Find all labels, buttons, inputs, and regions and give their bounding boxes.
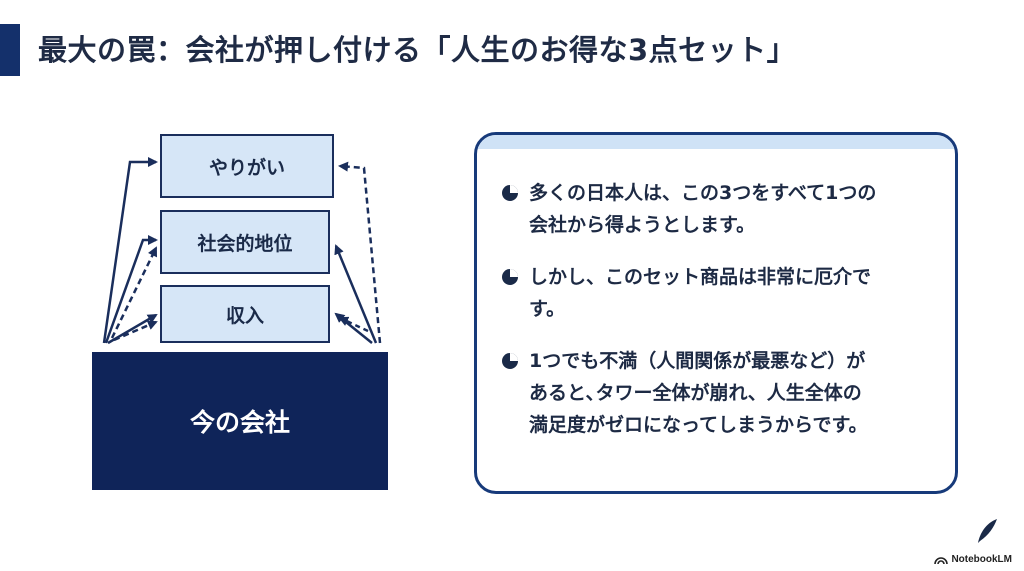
bullet-item: 1つでも不満（人間関係が最悪など）が あると､タワー全体が崩れ、人生全体の 満足…: [499, 345, 939, 441]
notebooklm-icon: [934, 557, 949, 565]
right-arrow-to-status: [334, 244, 378, 344]
notebooklm-logo: NotebookLM: [934, 553, 1012, 565]
bullet-item: 多くの日本人は、この3つをすべて1つの 会社から得ようとします。: [499, 177, 939, 241]
tier-social-status: 社会的地位: [160, 210, 330, 274]
left-dashed-arrow-to-status: [110, 246, 158, 339]
logo-text: NotebookLM: [951, 553, 1012, 565]
bullet-list: 多くの日本人は、この3つをすべて1つの 会社から得ようとします。 しかし、このセ…: [499, 177, 939, 461]
left-arrow-to-yarigai: [102, 157, 158, 344]
tower-diagram: やりがい 社会的地位 収入 今の会社: [92, 134, 388, 490]
pie-bullet-icon: [502, 185, 518, 201]
pie-bullet-icon: [502, 269, 518, 285]
explanation-panel: 多くの日本人は、この3つをすべて1つの 会社から得ようとします。 しかし、このセ…: [474, 132, 958, 494]
base-current-company: 今の会社: [92, 352, 388, 490]
page-title: 最大の罠：会社が押し付ける「人生のお得な3点セット」: [38, 33, 797, 67]
quill-icon: [978, 519, 997, 543]
bullet-text: しかし、このセット商品は非常に厄介で す。: [529, 266, 872, 320]
bullet-text: 多くの日本人は、この3つをすべて1つの 会社から得ようとします。: [529, 182, 877, 236]
bullet-text: 1つでも不満（人間関係が最悪など）が あると､タワー全体が崩れ、人生全体の 満足…: [529, 350, 868, 436]
left-arrow-to-status: [104, 235, 158, 344]
bullet-item: しかし、このセット商品は非常に厄介で す。: [499, 261, 939, 325]
pie-bullet-icon: [502, 353, 518, 369]
panel-header-band: [477, 135, 955, 149]
left-dashed-arrow-to-income: [113, 320, 158, 342]
right-arrow-to-yarigai: [338, 161, 382, 344]
tier-yarigai: やりがい: [160, 134, 334, 198]
diagram-arrows: [102, 157, 382, 345]
tier-income: 収入: [160, 285, 330, 343]
title-accent-bar: [0, 24, 20, 76]
